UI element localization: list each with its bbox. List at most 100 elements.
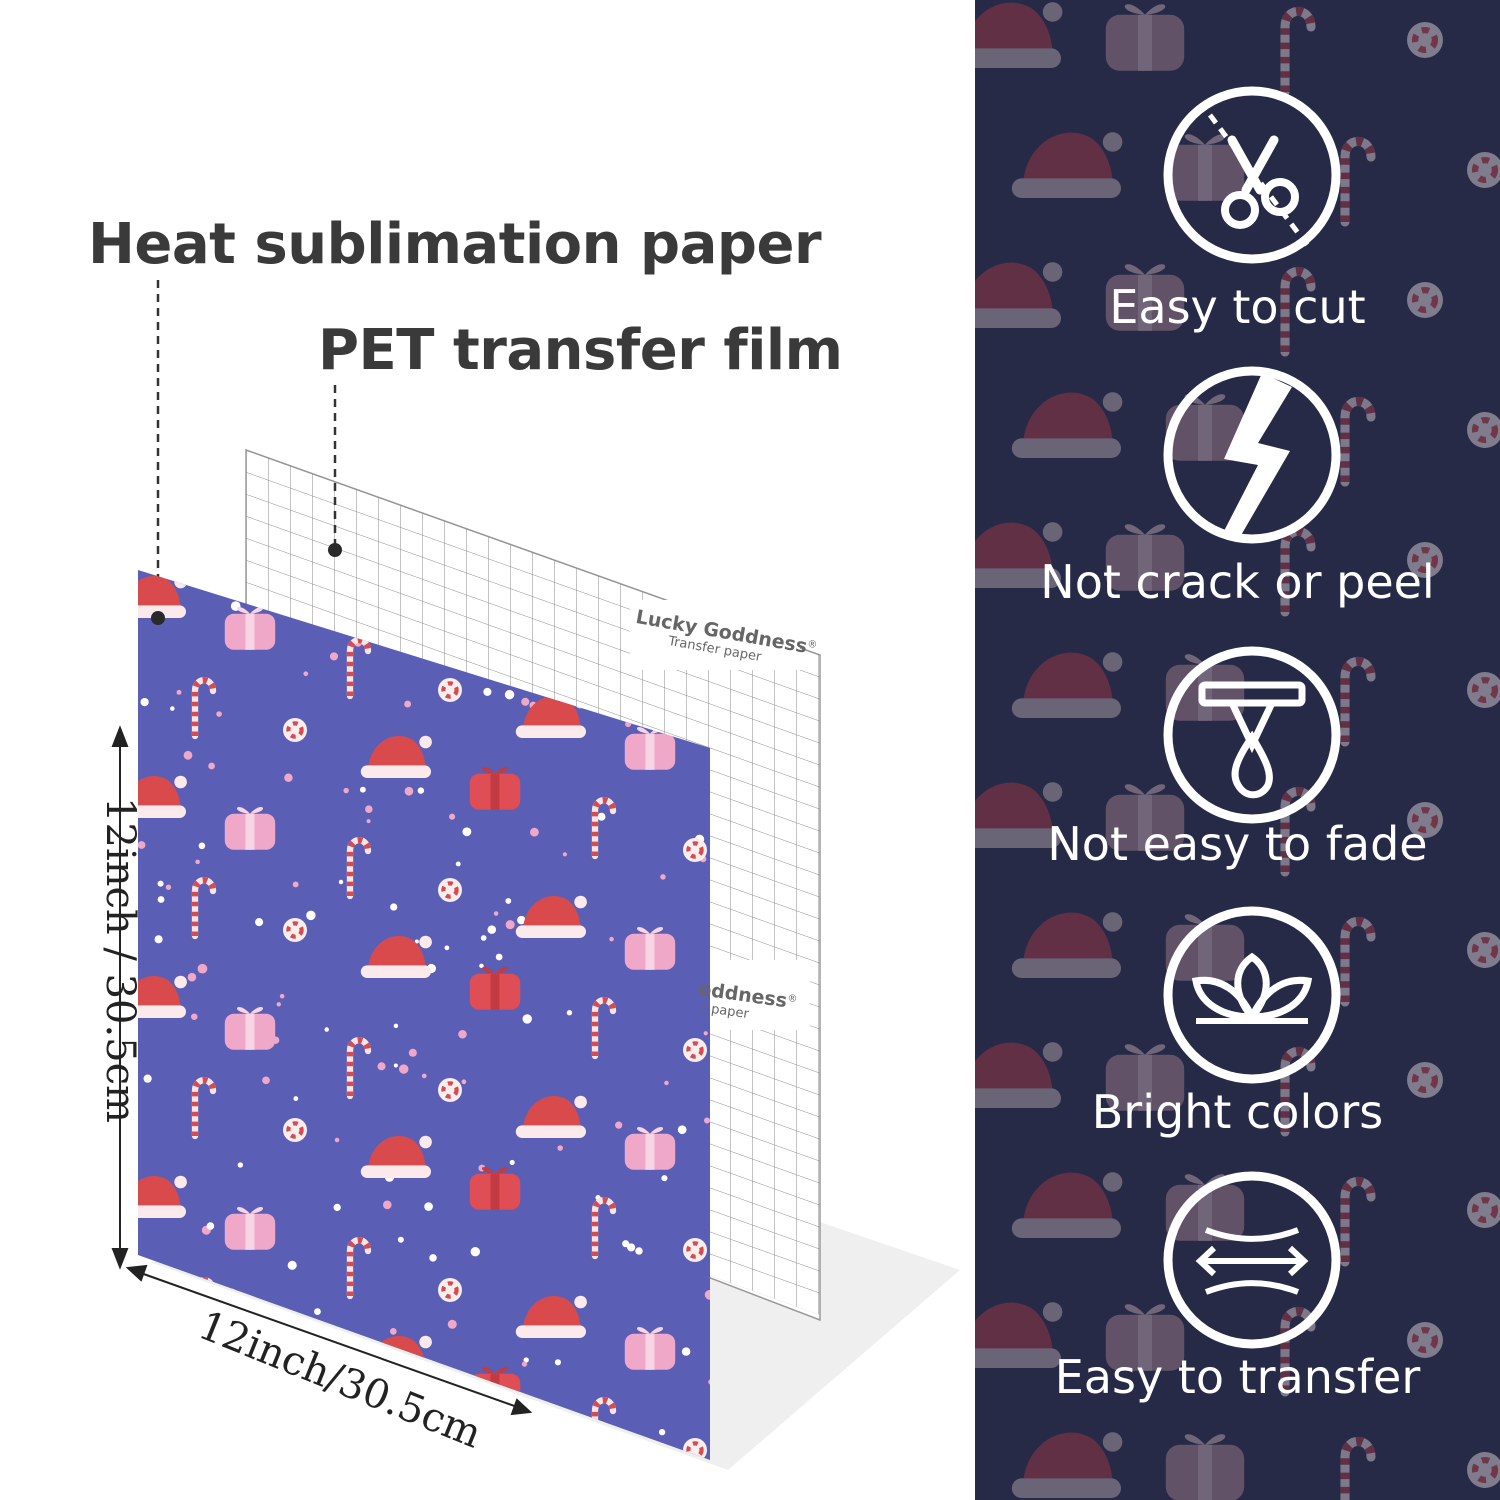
feature-label: Easy to cut [1109,280,1366,334]
santa-hat-motif [975,522,1063,588]
confetti-dot [715,562,720,567]
santa-hat-motif [975,1042,1063,1108]
peppermint-motif [683,1038,707,1062]
confetti-dot [517,915,526,925]
confetti-dot [229,1463,236,1470]
confetti-dot [622,1240,630,1248]
candy-cane-motif [191,877,217,940]
confetti-dot [174,1368,179,1373]
confetti-dot [324,1027,329,1032]
confetti-dot [128,1456,136,1464]
leader-dot-pet [328,543,342,557]
confetti-dot [287,1260,297,1270]
confetti-dot [483,687,492,696]
confetti-dot [530,827,539,837]
gift-motif [469,766,521,810]
santa-hat-motif [975,2,1063,68]
confetti-dot [205,570,215,576]
confetti-dot [404,786,414,796]
leader-dot-heat [151,611,165,625]
santa-hat-motif [138,775,187,819]
santa-hat-motif [516,1496,587,1500]
confetti-dot [635,1247,643,1255]
feature-label: Not crack or peel [1040,555,1435,609]
confetti-dot [509,1159,515,1166]
peppermint-motif [1407,22,1443,58]
confetti-dot [681,1347,691,1356]
confetti-dot [421,1073,427,1079]
confetti-dot [458,1029,467,1039]
gift-motif [469,1166,521,1210]
confetti-dot [279,993,285,999]
gift-motif [624,1126,676,1170]
confetti-dot [138,841,146,849]
peppermint-motif [438,678,462,702]
confetti-dot [521,1361,528,1367]
peppermint-motif [683,838,707,862]
confetti-dot [424,1202,433,1211]
santa-hat-motif [1011,1432,1123,1498]
confetti-dot [461,1079,467,1085]
confetti-dot [293,1096,299,1101]
candy-cane-motif [1340,917,1376,1007]
confetti-dot [198,842,206,850]
trademark: ® [806,638,819,652]
confetti-dot [359,786,366,793]
santa-hat-motif [515,1295,587,1338]
feature-label: Not easy to fade [1047,817,1428,871]
confetti-dot [390,903,398,911]
peppermint-motif [438,878,462,902]
gift-motif [224,1406,276,1450]
confetti-dot [470,1246,481,1257]
peppermint-motif [283,718,307,742]
confetti-dot [399,1064,409,1074]
santa-hat-motif [515,1095,587,1138]
peppermint-motif [683,1238,707,1262]
gift-motif [624,1326,676,1370]
confetti-dot [338,879,344,885]
confetti-dot [288,1437,293,1442]
confetti-dot [522,1014,532,1024]
confetti-dot [566,1010,573,1016]
pet-film-label: PET transfer film [318,318,843,383]
candy-cane-motif [191,1077,217,1140]
confetti-dot [557,1145,563,1151]
peppermint-motif [1467,1192,1500,1228]
gift-motif [1165,1434,1245,1500]
candy-cane-motif [1340,1177,1376,1267]
santa-hat-motif [138,575,187,619]
confetti-dot [170,706,175,711]
peppermint-motif [283,918,307,942]
confetti-dot [703,1117,710,1124]
gift-motif [1105,1304,1185,1371]
santa-hat-motif [1011,1172,1123,1238]
santa-hat-motif [138,1175,187,1219]
confetti-dot [615,1121,623,1129]
candy-cane-motif [1280,7,1316,97]
drop-icon [1163,646,1341,824]
santa-hat-motif [975,782,1063,848]
confetti-dot [255,918,264,927]
candy-cane-motif [591,1197,617,1260]
confetti-dot [271,1430,278,1436]
gift-motif [224,806,276,850]
confetti-dot [505,898,512,904]
santa-hat-motif [360,935,432,978]
santa-hat-motif [975,262,1063,328]
candy-cane-motif [591,1397,617,1460]
confetti-dot [480,935,487,941]
confetti-dot [382,1200,392,1210]
confetti-dot [523,1357,529,1363]
confetti-dot [143,1074,152,1083]
confetti-dot [493,911,499,916]
confetti-dot [704,1290,710,1300]
petals-icon [1163,906,1341,1084]
confetti-dot [365,805,373,813]
confetti-dot [664,1080,669,1086]
confetti-dot [157,896,165,903]
height-dimension-label: 12inch / 30.5cm [97,797,143,1123]
candy-cane-motif [191,677,217,740]
confetti-dot [455,861,461,867]
santa-hat-motif [1011,392,1123,458]
